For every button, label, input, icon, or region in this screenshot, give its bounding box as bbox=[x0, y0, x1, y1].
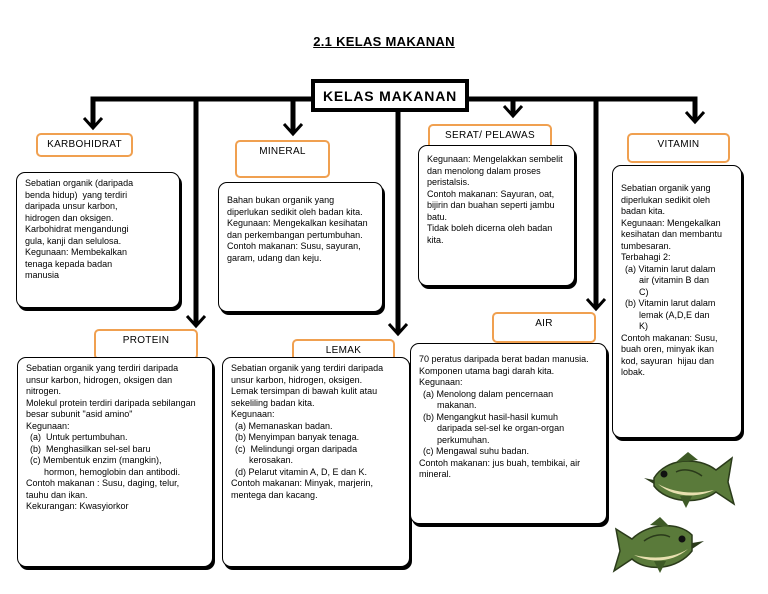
text-line: badan kita. bbox=[621, 206, 666, 216]
text-line: Contoh makanan : Susu, daging, telur, bbox=[26, 478, 180, 488]
text-line: K) bbox=[639, 321, 648, 331]
text-line: Contoh makanan: Susu, sayuran, bbox=[227, 241, 361, 251]
text-line: unsur karbon, hidrogen, oksigen dan bbox=[26, 374, 173, 385]
text-line: garam, udang dan keju. bbox=[227, 252, 322, 263]
label-air: AIR bbox=[492, 312, 596, 343]
fish-image bbox=[644, 452, 736, 508]
fish-image bbox=[612, 517, 704, 573]
text-line: bijirin dan buahan seperti jambu bbox=[427, 200, 555, 210]
text-line: kerosakan. bbox=[249, 455, 294, 465]
text-line: kita. bbox=[427, 234, 444, 245]
text-line: mineral. bbox=[419, 469, 452, 479]
text-line: Lemak tersimpan di bawah kulit atau bbox=[231, 386, 378, 396]
text-line: hormon, hemoglobin dan antibodi. bbox=[44, 466, 181, 477]
root-node: KELAS MAKANAN bbox=[311, 79, 469, 112]
text-line: air (vitamin B dan bbox=[639, 275, 710, 285]
text-line: (b) Menghasilkan sel-sel baru bbox=[30, 443, 151, 454]
text-line: Kegunaan: bbox=[26, 420, 70, 431]
text-line: (c) Melindungi organ daripada bbox=[235, 443, 358, 454]
text-line: dan menolong dalam proses bbox=[427, 165, 541, 176]
text-line: mentega dan kacang. bbox=[231, 489, 318, 500]
text-line: batu. bbox=[427, 211, 448, 222]
text-line: lemak (A,D,E dan bbox=[639, 309, 710, 320]
text-line: perkumuhan. bbox=[437, 434, 490, 445]
text-line: dan perkembangan pertumbuhan. bbox=[227, 229, 363, 240]
text-line: (c) Membentuk enzim (mangkin), bbox=[30, 455, 162, 465]
label-karbohidrat: KARBOHIDRAT bbox=[36, 133, 133, 157]
text-line: Sebatian organik yang bbox=[621, 183, 711, 193]
text-line: Sebatian organik yang terdiri daripada bbox=[26, 363, 179, 373]
text-line: Sebatian organik (daripada bbox=[25, 178, 134, 188]
text-line: tenaga kepada badan bbox=[25, 258, 113, 269]
text-line: Komponen utama bagi darah kita. bbox=[419, 365, 555, 376]
text-line: (b) Mengangkut hasil-hasil kumuh bbox=[423, 411, 559, 422]
text-line: Kegunaan: bbox=[419, 377, 463, 387]
text-line: (a) Menolong dalam pencernaan bbox=[423, 388, 554, 399]
text-line: Kegunaan: Mengelakkan sembelit bbox=[427, 154, 563, 164]
text-line: (d) Pelarut vitamin A, D, E dan K. bbox=[235, 466, 368, 477]
text-line: makanan. bbox=[437, 400, 477, 410]
text-line: nitrogen. bbox=[26, 386, 62, 396]
page-title: 2.1 KELAS MAKANAN bbox=[313, 34, 455, 49]
text-line: Contoh makanan: Minyak, marjerin, bbox=[231, 478, 374, 488]
text-line: (b) Menyimpan banyak tenaga. bbox=[235, 432, 360, 442]
text-line: (b) Vitamin larut dalam bbox=[625, 298, 716, 308]
text-line: (a) Untuk pertumbuhan. bbox=[30, 432, 128, 442]
text-line: (a) Memanaskan badan. bbox=[235, 420, 333, 431]
text-line: kod, sayuran hijau dan bbox=[621, 355, 715, 366]
text-line: unsur karbon, hidrogen, oksigen. bbox=[231, 374, 363, 385]
text-line: Kegunaan: bbox=[231, 409, 275, 419]
text-line: Kegunaan: Membekalkan bbox=[25, 247, 128, 257]
text-line: 70 peratus daripada berat badan manusia. bbox=[419, 354, 589, 364]
text-line: Terbahagi 2: bbox=[621, 252, 671, 262]
text-line: tumbesaran. bbox=[621, 240, 672, 251]
text-line: tauhu dan ikan. bbox=[26, 489, 88, 500]
text-line: Bahan bukan organik yang bbox=[227, 195, 335, 205]
text-line: hidrogen dan oksigen. bbox=[25, 212, 114, 223]
text-line: gula, kanji dan selulosa. bbox=[25, 235, 122, 246]
text-line: daripada unsur karbon, bbox=[25, 201, 118, 211]
text-line: diperlukan sedikit oleh badan kita. bbox=[227, 206, 363, 217]
text-line: diperlukan sedikit oleh bbox=[621, 194, 711, 205]
label-vitamin: VITAMIN bbox=[627, 133, 730, 163]
text-line: Contoh makanan: Susu, bbox=[621, 332, 718, 343]
text-line: Kekurangan: Kwasyiorkor bbox=[26, 501, 129, 511]
root-label: KELAS MAKANAN bbox=[322, 87, 458, 104]
text-line: manusia bbox=[25, 270, 60, 280]
text-line: daripada sel-sel ke organ-organ bbox=[437, 423, 565, 433]
text-line: peristalsis. bbox=[427, 177, 470, 187]
label-mineral: MINERAL bbox=[235, 140, 330, 178]
text-line: Contoh makanan: Sayuran, oat, bbox=[427, 188, 555, 199]
text-line: Contoh makanan: jus buah, tembikai, air bbox=[419, 457, 581, 468]
text-line: sekeliling badan kita. bbox=[231, 397, 315, 408]
text-line: Sebatian organik yang terdiri daripada bbox=[231, 363, 384, 373]
label-protein: PROTEIN bbox=[94, 329, 198, 360]
text-line: Kegunaan: Mengekalkan bbox=[621, 217, 721, 228]
text-line: benda hidup) yang terdiri bbox=[25, 189, 128, 200]
text-line: Molekul protein terdiri daripada sebilan… bbox=[26, 397, 196, 408]
text-line: Kegunaan: Mengekalkan kesihatan bbox=[227, 218, 368, 228]
text-line: lobak. bbox=[621, 367, 646, 377]
text-line: C) bbox=[639, 286, 649, 297]
text-line: kesihatan dan membantu bbox=[621, 229, 723, 239]
text-line: Karbohidrat mengandungi bbox=[25, 224, 129, 234]
text-line: (c) Mengawal suhu badan. bbox=[423, 446, 530, 456]
text-line: buah oren, minyak ikan bbox=[621, 344, 715, 354]
box-air: 70 peratus daripada berat badan manusia.… bbox=[410, 343, 607, 524]
text-line: (a) Vitamin larut dalam bbox=[625, 263, 716, 274]
text-line: besar subunit "asid amino" bbox=[26, 409, 133, 419]
text-line: Tidak boleh dicerna oleh badan bbox=[427, 223, 553, 233]
